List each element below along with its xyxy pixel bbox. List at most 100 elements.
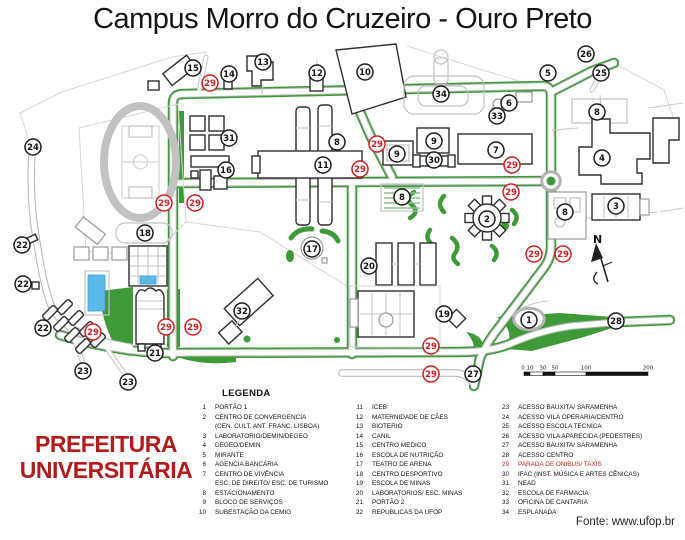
svg-text:29: 29 xyxy=(204,79,216,89)
svg-text:29: 29 xyxy=(505,188,517,198)
scale-label: 0 xyxy=(521,366,525,372)
svg-text:29: 29 xyxy=(158,199,170,209)
svg-text:23: 23 xyxy=(122,378,134,388)
building-19-escola-minas xyxy=(349,285,467,348)
map-marker-33: 33 xyxy=(488,107,506,125)
svg-text:20: 20 xyxy=(363,262,375,272)
svg-text:29: 29 xyxy=(425,342,437,352)
svg-text:33: 33 xyxy=(491,112,503,122)
building-11-iceb xyxy=(251,104,363,226)
building-2-convergencia xyxy=(464,195,510,241)
gymnasium xyxy=(135,287,165,352)
svg-text:14: 14 xyxy=(223,70,235,80)
map-marker-22: 22 xyxy=(13,236,31,254)
building-20-laboratorios xyxy=(375,242,437,286)
legend-title: LEGENDA xyxy=(222,388,271,399)
svg-text:32: 32 xyxy=(236,307,248,317)
building-7-vivencia xyxy=(457,133,533,165)
svg-text:30: 30 xyxy=(428,156,440,166)
legend-item-7: ESC. DE DIREITO/ ESC. DE TURISMO xyxy=(215,480,329,488)
map-marker-11: 11 xyxy=(314,156,332,174)
svg-text:13: 13 xyxy=(257,58,269,68)
map-marker-9: 9 xyxy=(425,132,443,150)
svg-text:9: 9 xyxy=(394,150,400,160)
esplanada-34 xyxy=(403,49,485,115)
map-marker-29: 29 xyxy=(351,160,369,178)
map-marker-25: 25 xyxy=(592,64,610,82)
svg-text:11: 11 xyxy=(317,161,329,171)
svg-text:28: 28 xyxy=(610,317,622,327)
building-3-laboratorio xyxy=(591,193,650,221)
map-marker-1: 1 xyxy=(520,311,538,329)
svg-text:17: 17 xyxy=(306,245,318,255)
svg-text:29: 29 xyxy=(506,161,518,171)
map-marker-29: 29 xyxy=(502,183,520,201)
svg-text:25: 25 xyxy=(595,69,607,79)
map-marker-29: 29 xyxy=(503,156,521,174)
map-marker-4: 4 xyxy=(593,149,611,167)
svg-text:29: 29 xyxy=(160,323,172,333)
svg-text:3: 3 xyxy=(613,202,619,212)
map-marker-29: 29 xyxy=(554,245,572,263)
map-marker-29: 29 xyxy=(155,194,173,212)
scale-label: 200 xyxy=(643,366,654,372)
map-marker-30: 30 xyxy=(425,151,443,169)
svg-text:5: 5 xyxy=(545,69,551,79)
map-marker-29: 29 xyxy=(157,318,175,336)
svg-text:18: 18 xyxy=(139,229,151,239)
map-marker-29: 29 xyxy=(422,365,440,383)
svg-text:22: 22 xyxy=(37,324,49,334)
svg-text:29: 29 xyxy=(425,370,437,380)
svg-text:29: 29 xyxy=(189,199,201,209)
map-marker-29: 29 xyxy=(368,135,386,153)
svg-text:10: 10 xyxy=(359,68,371,78)
svg-text:22: 22 xyxy=(16,241,28,251)
map-marker-18: 18 xyxy=(136,224,154,242)
map-marker-24: 24 xyxy=(24,138,42,156)
map-marker-28: 28 xyxy=(607,312,625,330)
scale-label: 10 xyxy=(527,366,534,372)
svg-text:2: 2 xyxy=(484,215,490,225)
svg-text:22: 22 xyxy=(17,280,29,290)
svg-text:31: 31 xyxy=(223,134,235,144)
buildings xyxy=(26,43,680,355)
svg-text:29: 29 xyxy=(354,165,366,175)
north-label: N xyxy=(593,233,602,246)
svg-text:27: 27 xyxy=(467,370,479,380)
svg-text:6: 6 xyxy=(506,99,512,109)
map-marker-20: 20 xyxy=(360,257,378,275)
svg-text:8: 8 xyxy=(594,108,600,118)
building-31-nead xyxy=(189,115,225,151)
map-marker-19: 19 xyxy=(435,305,453,323)
building-east xyxy=(652,117,680,164)
svg-text:8: 8 xyxy=(334,138,340,148)
map-marker-27: 27 xyxy=(464,365,482,383)
